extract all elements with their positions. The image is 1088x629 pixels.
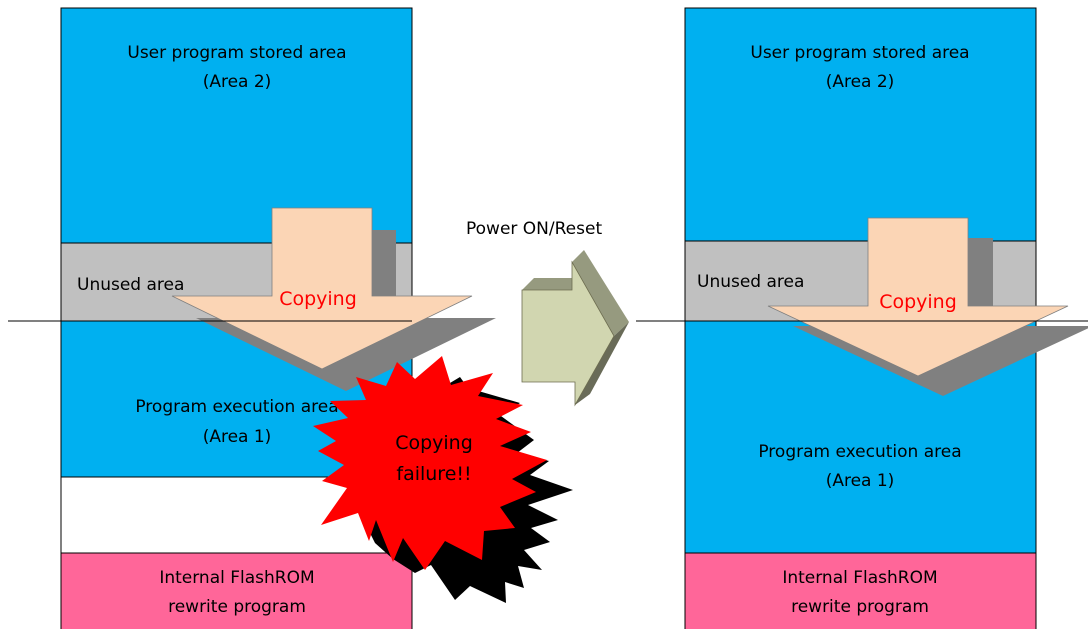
left-exec-label-line2: (Area 1) — [203, 427, 272, 447]
right-copy-arrow-body — [767, 217, 1069, 377]
left-exec-label-line1: Program execution area — [135, 397, 338, 417]
right-stored-area — [684, 7, 1037, 242]
left-flash-label-line2: rewrite program — [168, 597, 306, 617]
right-unused-label: Unused area — [697, 272, 804, 292]
copying-failure-burst: Copying failure!! — [313, 356, 573, 603]
failure-label-line2: failure!! — [396, 463, 471, 485]
left-flashrom-area — [60, 552, 413, 629]
left-stored-label-line2: (Area 2) — [203, 72, 272, 92]
right-flash-label-line2: rewrite program — [791, 597, 929, 617]
failure-label-line1: Copying — [395, 432, 473, 454]
right-memory-map: User program stored area (Area 2) Unused… — [684, 7, 1037, 629]
left-unused-label: Unused area — [77, 275, 184, 295]
transition-arrow-top-face — [522, 278, 584, 290]
right-copy-arrow: Copying — [767, 217, 1088, 396]
left-stored-label-line1: User program stored area — [127, 43, 346, 63]
right-stored-label-line2: (Area 2) — [826, 72, 895, 92]
power-on-reset-arrow — [521, 250, 629, 407]
transition-arrow-front-face — [521, 260, 615, 407]
right-stored-label-line1: User program stored area — [750, 43, 969, 63]
right-exec-label-line2: (Area 1) — [826, 471, 895, 491]
right-flashrom-area — [684, 552, 1037, 629]
transition-arrow-head-top — [572, 250, 629, 336]
left-stored-area — [60, 7, 413, 244]
right-exec-label-line1: Program execution area — [758, 442, 961, 462]
right-flash-label-line1: Internal FlashROM — [782, 568, 937, 588]
left-copy-arrow-body — [171, 207, 473, 370]
left-memory-map: User program stored area (Area 2) Unused… — [60, 7, 413, 629]
right-copying-label: Copying — [879, 291, 957, 313]
left-copying-label: Copying — [279, 288, 357, 310]
failure-burst — [313, 356, 547, 570]
left-flash-label-line1: Internal FlashROM — [159, 568, 314, 588]
transition-arrow-side-face — [575, 322, 629, 405]
left-copy-arrow: Copying — [171, 207, 496, 391]
power-on-reset-label: Power ON/Reset — [466, 219, 602, 239]
